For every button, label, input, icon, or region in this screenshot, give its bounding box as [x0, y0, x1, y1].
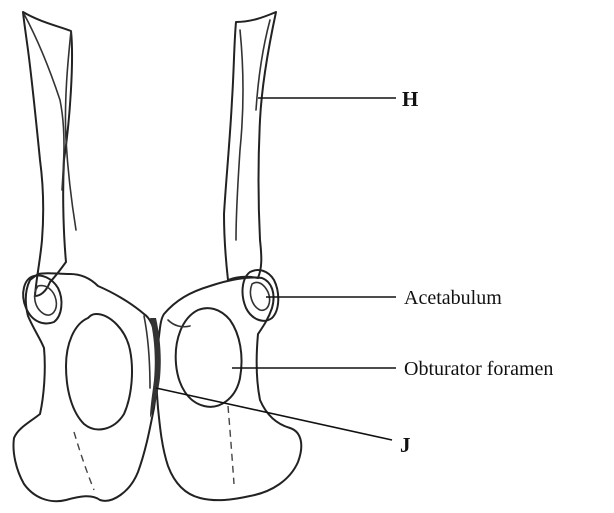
left-obturator-foramen: [66, 314, 132, 429]
right-ilium: [224, 12, 276, 280]
right-ischium-pubis: [157, 277, 302, 500]
right-obturator-foramen: [176, 308, 242, 407]
label-acetabulum: Acetabulum: [404, 287, 502, 309]
label-h: H: [402, 87, 418, 111]
label-obturator-foramen: Obturator foramen: [404, 358, 553, 380]
left-ilium: [23, 12, 72, 296]
right-hip-bone: [157, 12, 302, 500]
left-hip-bone: [13, 12, 157, 501]
leader-j: [156, 388, 392, 440]
label-j: J: [400, 433, 411, 457]
